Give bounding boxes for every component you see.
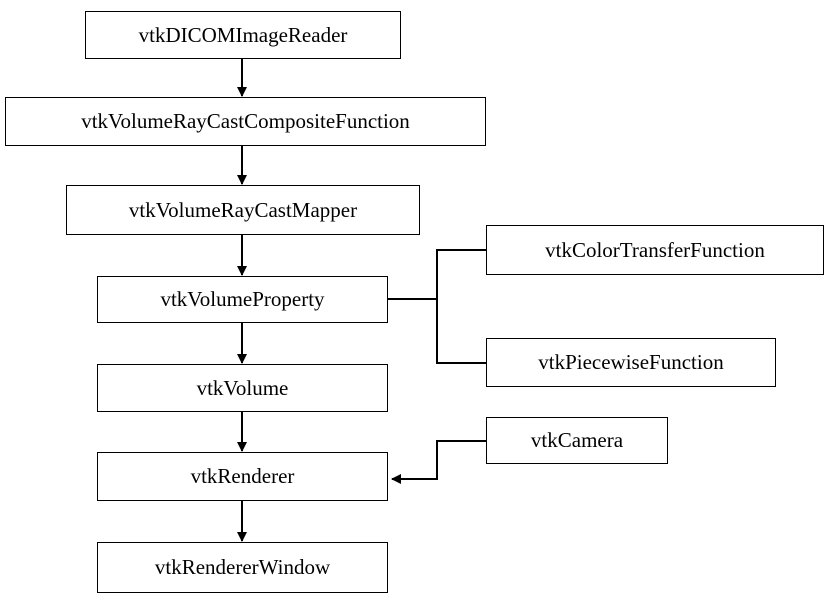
- link-color-transfer: [436, 249, 486, 364]
- arrow-camera-to-renderer: [391, 440, 486, 484]
- node-volume-property: vtkVolumeProperty: [97, 276, 388, 323]
- node-renderer: vtkRenderer: [97, 452, 388, 501]
- node-dicom-image-reader: vtkDICOMImageReader: [85, 11, 401, 59]
- node-camera: vtkCamera: [486, 417, 668, 464]
- node-piecewise-function: vtkPiecewiseFunction: [486, 338, 776, 387]
- node-volume: vtkVolume: [97, 364, 388, 412]
- node-renderer-window: vtkRendererWindow: [97, 542, 388, 593]
- node-volume-raycast-mapper: vtkVolumeRayCastMapper: [66, 185, 420, 235]
- node-color-transfer-function: vtkColorTransferFunction: [486, 225, 824, 275]
- node-volume-raycast-composite-function: vtkVolumeRayCastCompositeFunction: [5, 97, 486, 146]
